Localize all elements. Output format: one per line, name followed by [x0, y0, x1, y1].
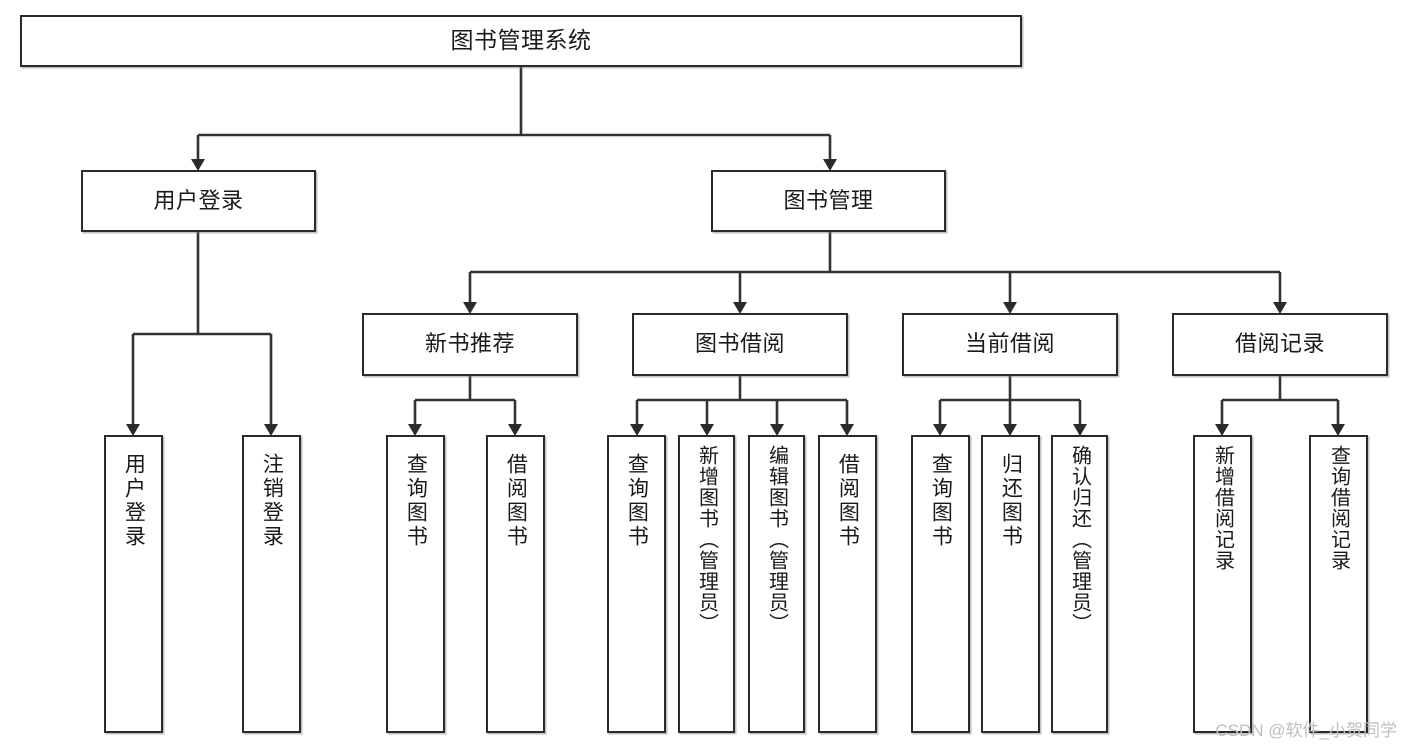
node-label: 图书借阅	[694, 331, 785, 357]
leaf-current-query-book[interactable]: 查询图书	[911, 435, 970, 733]
leaf-borrow-query-book[interactable]: 查询图书	[607, 435, 666, 733]
leaf-borrow-add-book-admin[interactable]: 新增图书（管理员）	[678, 435, 735, 733]
leaf-borrow-borrow-book[interactable]: 借阅图书	[818, 435, 877, 733]
node-borrow-record[interactable]: 借阅记录	[1172, 313, 1388, 376]
node-label: 借阅记录	[1234, 331, 1325, 357]
node-label: 新增图书（管理员）	[695, 445, 718, 634]
node-label: 用户登录	[153, 187, 244, 213]
node-label: 归还图书	[999, 453, 1023, 549]
node-label: 新书推荐	[424, 331, 515, 357]
node-label: 确认归还（管理员）	[1068, 445, 1091, 634]
leaf-new-book-query[interactable]: 查询图书	[386, 435, 445, 733]
leaf-user-login-login[interactable]: 用户登录	[104, 435, 163, 733]
watermark: CSDN @软件_小贺同学	[1215, 721, 1397, 740]
node-label: 注销登录	[260, 453, 284, 549]
node-label: 当前借阅	[964, 331, 1055, 357]
node-label: 编辑图书（管理员）	[765, 445, 788, 634]
node-label: 新增借阅记录	[1211, 445, 1234, 571]
leaf-current-return-book[interactable]: 归还图书	[981, 435, 1040, 733]
node-root-library-system[interactable]: 图书管理系统	[20, 15, 1022, 67]
node-label: 图书管理系统	[450, 27, 592, 54]
leaf-record-query-record[interactable]: 查询借阅记录	[1309, 435, 1368, 733]
leaf-borrow-edit-book-admin[interactable]: 编辑图书（管理员）	[748, 435, 805, 733]
node-book-borrow[interactable]: 图书借阅	[632, 313, 848, 376]
node-book-management[interactable]: 图书管理	[711, 170, 946, 232]
node-label: 借阅图书	[504, 453, 528, 549]
leaf-user-login-logout[interactable]: 注销登录	[242, 435, 301, 733]
node-label: 用户登录	[122, 453, 146, 549]
node-label: 借阅图书	[836, 453, 860, 549]
node-current-borrow[interactable]: 当前借阅	[902, 313, 1118, 376]
leaf-record-add-record[interactable]: 新增借阅记录	[1193, 435, 1252, 733]
node-label: 查询图书	[929, 453, 953, 549]
node-label: 图书管理	[783, 187, 874, 213]
node-user-login[interactable]: 用户登录	[81, 170, 316, 232]
node-label: 查询图书	[404, 453, 428, 549]
leaf-current-confirm-return-admin[interactable]: 确认归还（管理员）	[1051, 435, 1108, 733]
node-new-book-recommend[interactable]: 新书推荐	[362, 313, 578, 376]
node-label: 查询借阅记录	[1327, 445, 1350, 571]
node-label: 查询图书	[625, 453, 649, 549]
leaf-new-book-borrow[interactable]: 借阅图书	[486, 435, 545, 733]
